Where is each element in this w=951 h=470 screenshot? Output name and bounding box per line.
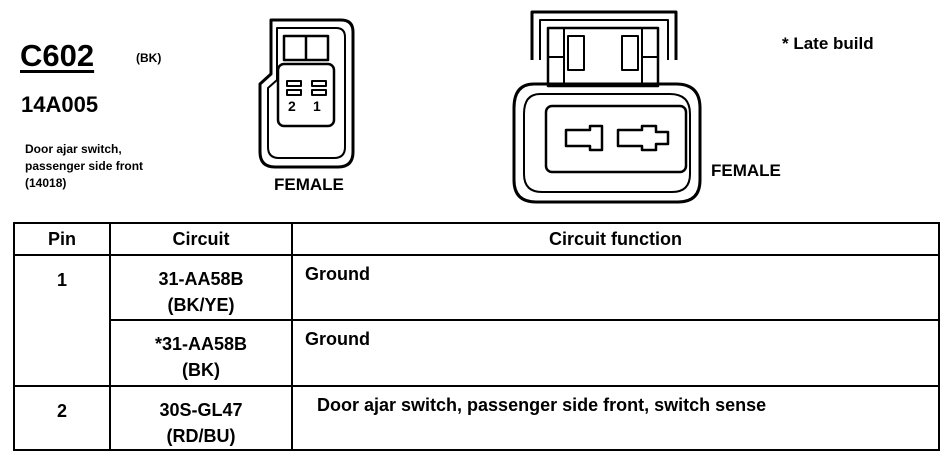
- circuit-number: 30S-GL47: [159, 400, 243, 420]
- part-number: 14A005: [21, 92, 99, 117]
- connector-color-code: (BK): [136, 51, 162, 65]
- left-connector-inner-shell: [267, 27, 346, 159]
- pin-table: Pin Circuit Circuit function 1 31-AA58B …: [13, 222, 940, 451]
- circuit-color: (RD/BU): [166, 426, 236, 446]
- left-connector-terminal-block: [276, 62, 336, 128]
- right-terminal-right: [616, 124, 670, 152]
- right-connector-inner-shell: [523, 93, 691, 193]
- pin-slot-1: [311, 80, 327, 87]
- description-line-3: (14018): [25, 176, 67, 190]
- header-circuit: Circuit: [109, 222, 293, 256]
- description-line-2: passenger side front: [25, 159, 144, 173]
- connector-id: C602: [20, 38, 95, 73]
- pin-slot-2: [286, 80, 302, 87]
- circuit-color: (BK): [182, 360, 220, 380]
- right-connector-terminal-cavity: [544, 104, 688, 174]
- left-connector-outer-shell: [258, 18, 355, 169]
- right-connector-label: FEMALE: [711, 161, 781, 180]
- pin-cell: 1: [13, 254, 111, 387]
- circuit-number: *31-AA58B: [154, 334, 248, 354]
- pin-cell: 2: [13, 385, 111, 451]
- circuit-cell: *31-AA58B (BK): [109, 319, 293, 387]
- table-row: 2 30S-GL47 (RD/BU) Door ajar switch, pas…: [13, 385, 940, 451]
- header-pin: Pin: [13, 222, 111, 256]
- circuit-color: (BK/YE): [167, 295, 235, 315]
- left-connector-drawing: [258, 18, 355, 169]
- circuit-function-cell: Ground: [291, 319, 940, 387]
- late-build-note: * Late build: [782, 34, 874, 53]
- right-terminal-left: [564, 124, 604, 152]
- right-connector-outer-shell: [512, 82, 702, 204]
- left-connector-label: FEMALE: [274, 175, 344, 194]
- pin-label-2: 2: [288, 98, 296, 114]
- right-connector-top-lock: [530, 10, 678, 60]
- circuit-function-cell: Door ajar switch, passenger side front, …: [291, 385, 940, 451]
- table-header-row: Pin Circuit Circuit function: [13, 222, 940, 256]
- table-row: 1 31-AA58B (BK/YE) Ground: [13, 254, 940, 387]
- pin-label-1: 1: [313, 98, 321, 114]
- circuit-cell: 30S-GL47 (RD/BU): [109, 385, 293, 451]
- circuit-cell: 31-AA58B (BK/YE): [109, 254, 293, 321]
- circuit-number: 31-AA58B: [158, 269, 244, 289]
- header-circuit-function: Circuit function: [291, 222, 940, 256]
- description-line-1: Door ajar switch,: [25, 142, 122, 156]
- table-row: *31-AA58B (BK) Ground: [14, 319, 940, 387]
- right-connector-drawing: [512, 10, 702, 204]
- circuit-function-cell: Ground: [291, 254, 940, 321]
